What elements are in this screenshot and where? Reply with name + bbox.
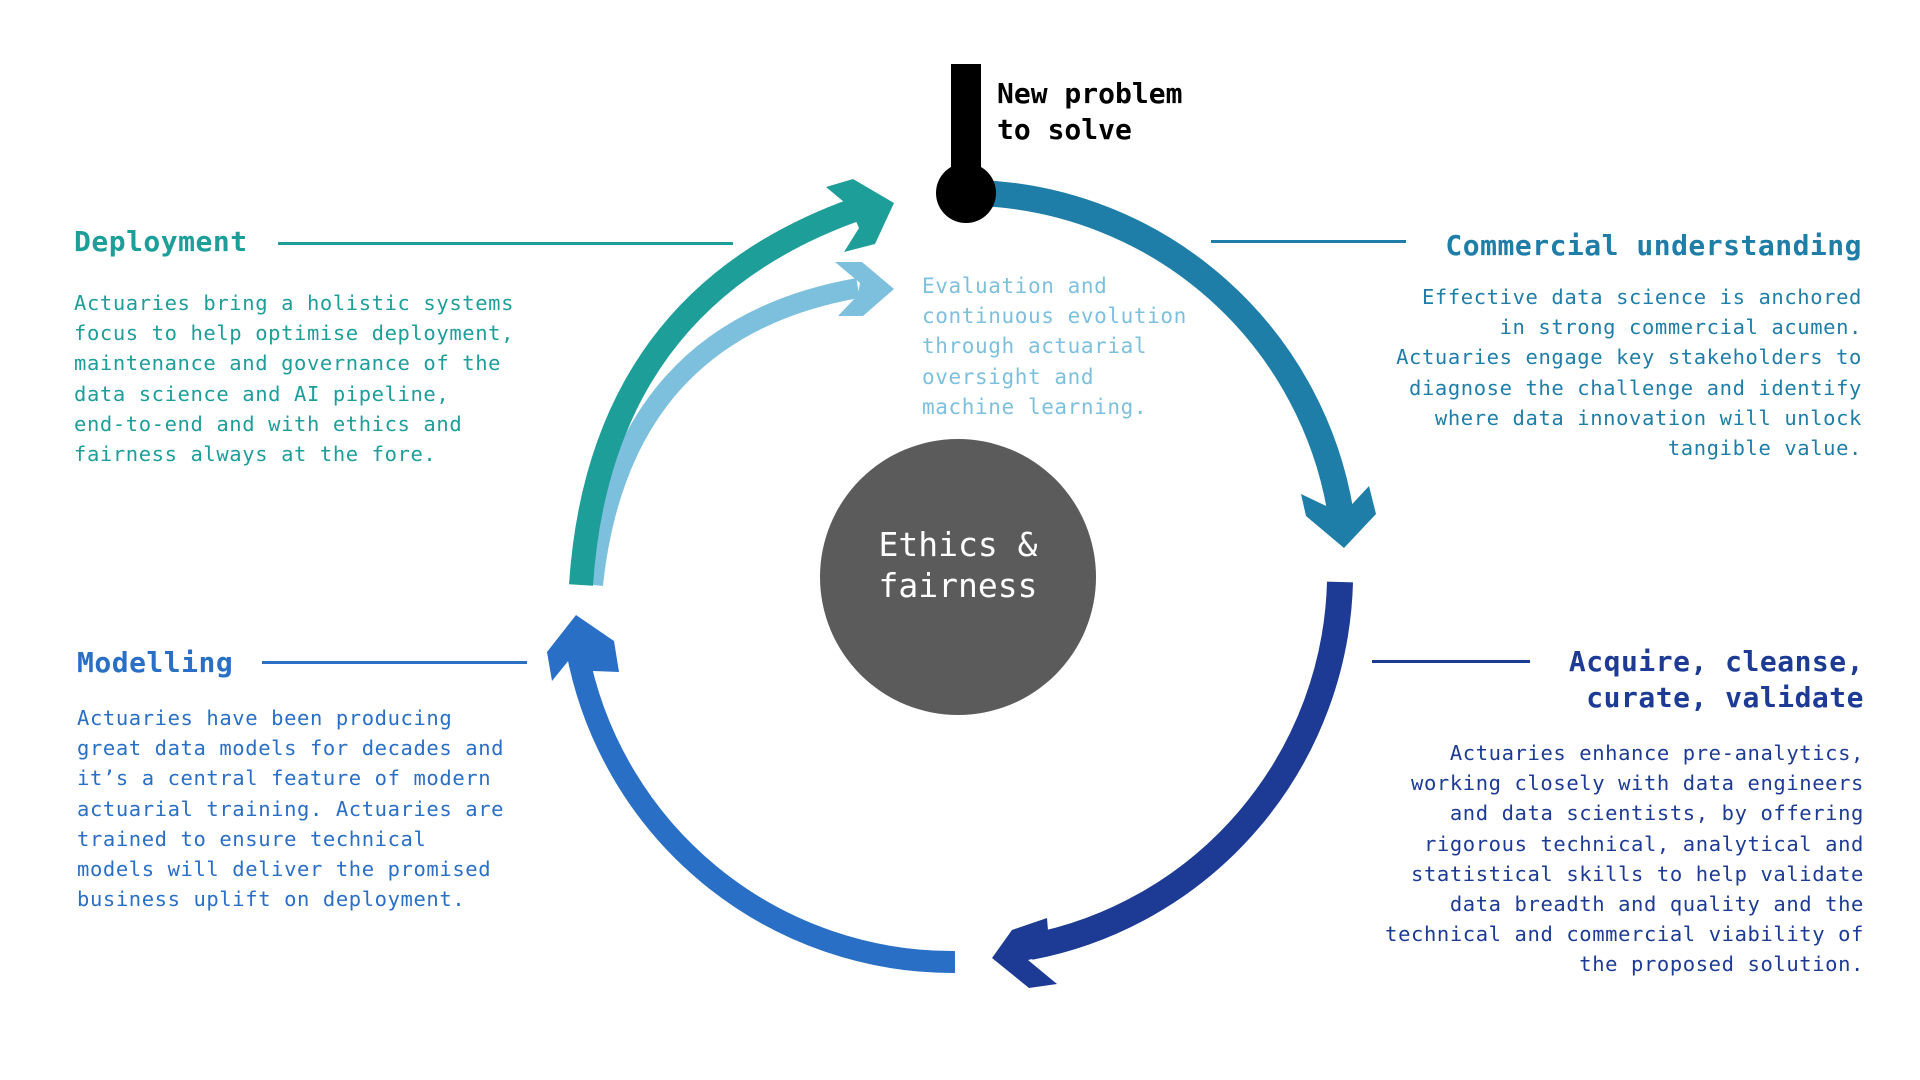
arrowhead-deployment bbox=[826, 179, 894, 252]
arc-acquire bbox=[1027, 581, 1353, 960]
arc-modelling bbox=[566, 647, 956, 974]
start-marker-dot bbox=[936, 163, 996, 223]
rule-acquire bbox=[1372, 660, 1530, 663]
stage-acquire: Acquire, cleanse, curate, validate Actua… bbox=[1385, 644, 1864, 980]
rule-modelling bbox=[262, 661, 527, 664]
stage-description: Actuaries bring a holistic systems focus… bbox=[74, 291, 515, 467]
stage-title: Deployment bbox=[74, 225, 248, 258]
stage-description: Actuaries enhance pre-analytics, working… bbox=[1385, 741, 1864, 977]
stage-title: Modelling bbox=[77, 646, 234, 679]
arrowhead-modelling bbox=[547, 615, 619, 681]
arc-deployment bbox=[569, 197, 862, 586]
center-circle bbox=[820, 439, 1096, 715]
arc-evaluation bbox=[583, 278, 860, 587]
stage-description: Effective data science is anchored in st… bbox=[1396, 285, 1862, 461]
stage-commercial: Commercial understanding Effective data … bbox=[1396, 228, 1862, 463]
arrowhead-commercial bbox=[1301, 486, 1376, 548]
stage-description: Actuaries have been producing great data… bbox=[77, 706, 505, 912]
arrowhead-evaluation bbox=[835, 262, 894, 316]
arrowhead-acquire bbox=[992, 918, 1057, 988]
rule-deployment bbox=[278, 242, 733, 245]
arc-commercial bbox=[979, 180, 1354, 518]
rule-commercial bbox=[1211, 240, 1406, 243]
evaluation-text: Evaluation and continuous evolution thro… bbox=[922, 274, 1187, 419]
start-label: New problem to solve bbox=[997, 77, 1183, 146]
stage-modelling: Modelling Actuaries have been producing … bbox=[77, 645, 504, 914]
stage-title: Acquire, cleanse, curate, validate bbox=[1568, 645, 1864, 714]
center-label: Ethics & fairness bbox=[878, 525, 1038, 605]
stage-deployment: Deployment Actuaries bring a holistic sy… bbox=[74, 224, 514, 469]
stage-title: Commercial understanding bbox=[1445, 229, 1862, 262]
